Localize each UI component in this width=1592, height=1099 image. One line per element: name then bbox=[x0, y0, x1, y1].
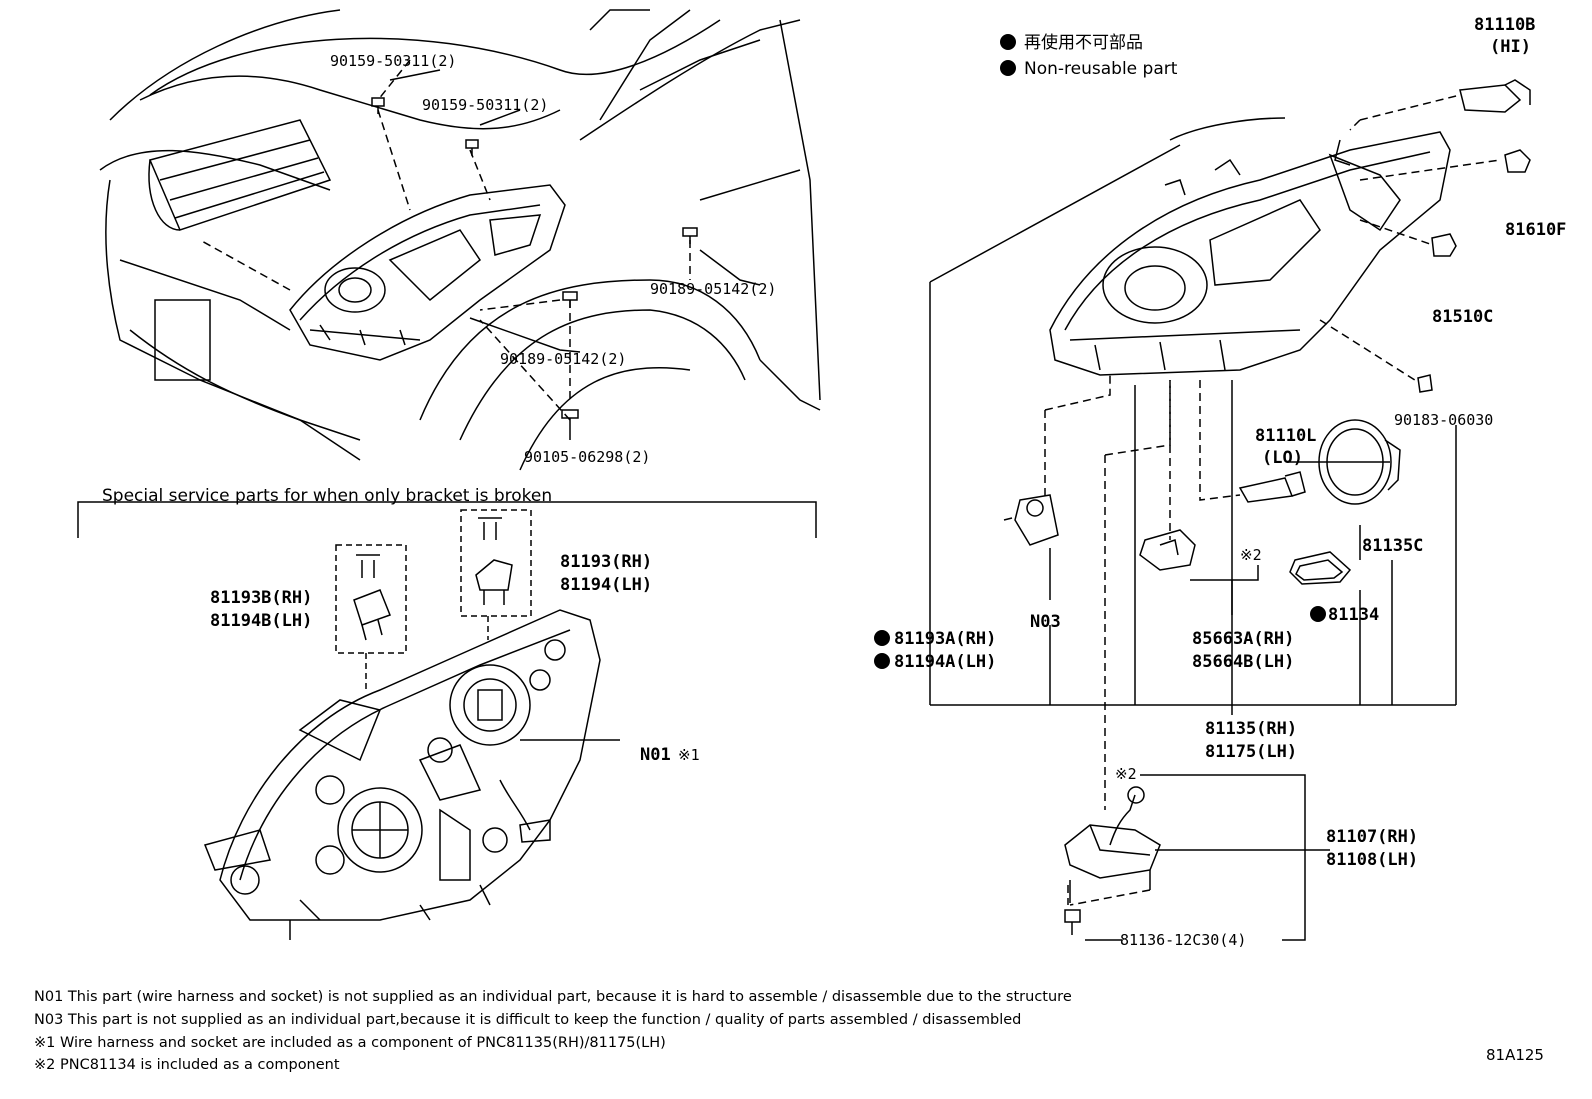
part-90105: 90105-06298(2) bbox=[524, 448, 650, 466]
part-n01-mark: ※1 bbox=[678, 746, 700, 764]
note-mark1: ※1 Wire harness and socket are included … bbox=[34, 1035, 666, 1051]
part-n01: N01 bbox=[640, 745, 671, 765]
bullet-icon bbox=[1000, 60, 1016, 76]
mark-2-b: ※2 bbox=[1115, 765, 1137, 783]
part-81193a: 81193A(RH) bbox=[894, 629, 996, 649]
legend-en: Non-reusable part bbox=[1024, 59, 1178, 79]
bracket-part-labels: 81193(RH) 81194(LH) 81193B(RH) 81194B(LH… bbox=[210, 552, 700, 765]
part-81110l: 81110L bbox=[1255, 426, 1316, 446]
part-81135: 81135(RH) bbox=[1205, 719, 1297, 739]
vehicle-front-illustration bbox=[99, 9, 821, 471]
part-81194b: 81194B(LH) bbox=[210, 611, 312, 631]
non-reusable-bullet-icon bbox=[874, 653, 890, 669]
note-n01: N01 This part (wire harness and socket) … bbox=[34, 989, 1072, 1005]
part-90159-b: 90159-50311(2) bbox=[422, 96, 548, 114]
bullet-icon bbox=[1000, 34, 1016, 50]
legend: 再使用不可部品 Non-reusable part bbox=[1000, 32, 1178, 79]
part-85664b: 85664B(LH) bbox=[1192, 652, 1294, 672]
part-81110l-sub: (LO) bbox=[1262, 448, 1303, 468]
part-81175: 81175(LH) bbox=[1205, 742, 1297, 762]
note-n03: N03 This part is not supplied as an indi… bbox=[34, 1012, 1022, 1028]
part-81135c: 81135C bbox=[1362, 536, 1423, 556]
section-title: Special service parts for when only brac… bbox=[102, 486, 552, 506]
note-mark2: ※2 PNC81134 is included as a component bbox=[34, 1057, 340, 1073]
part-81107: 81107(RH) bbox=[1326, 827, 1418, 847]
part-81193: 81193(RH) bbox=[560, 552, 652, 572]
part-81134: 81134 bbox=[1328, 605, 1379, 625]
vehicle-part-labels: 90159-50311(2) 90159-50311(2) 90189-0514… bbox=[330, 52, 776, 466]
part-81110b: 81110B bbox=[1474, 15, 1535, 35]
part-90189-b: 90189-05142(2) bbox=[500, 350, 626, 368]
part-90189-a: 90189-05142(2) bbox=[650, 280, 776, 298]
part-90159-a: 90159-50311(2) bbox=[330, 52, 456, 70]
part-81510c: 81510C bbox=[1432, 307, 1493, 327]
part-n03: N03 bbox=[1030, 612, 1061, 632]
part-85663a: 85663A(RH) bbox=[1192, 629, 1294, 649]
part-81194a: 81194A(LH) bbox=[894, 652, 996, 672]
part-81610f: 81610F bbox=[1505, 220, 1566, 240]
part-81194: 81194(LH) bbox=[560, 575, 652, 595]
legend-jp: 再使用不可部品 bbox=[1024, 32, 1143, 53]
part-81193b: 81193B(RH) bbox=[210, 588, 312, 608]
part-81108: 81108(LH) bbox=[1326, 850, 1418, 870]
headlamp-exploded-illustration bbox=[929, 79, 1531, 941]
mark-2-a: ※2 bbox=[1240, 546, 1262, 564]
part-90183: 90183-06030 bbox=[1394, 411, 1493, 429]
part-81110b-sub: (HI) bbox=[1490, 37, 1531, 57]
part-81136: 81136-12C30(4) bbox=[1120, 931, 1246, 949]
bracket-service-parts-illustration bbox=[77, 501, 817, 940]
illustration-code: 81A125 bbox=[1486, 1046, 1544, 1064]
non-reusable-bullet-icon bbox=[874, 630, 890, 646]
headlamp-part-labels: 81110B (HI) 81610F 81510C 90183-06030 81… bbox=[874, 15, 1566, 949]
non-reusable-bullet-icon bbox=[1310, 606, 1326, 622]
